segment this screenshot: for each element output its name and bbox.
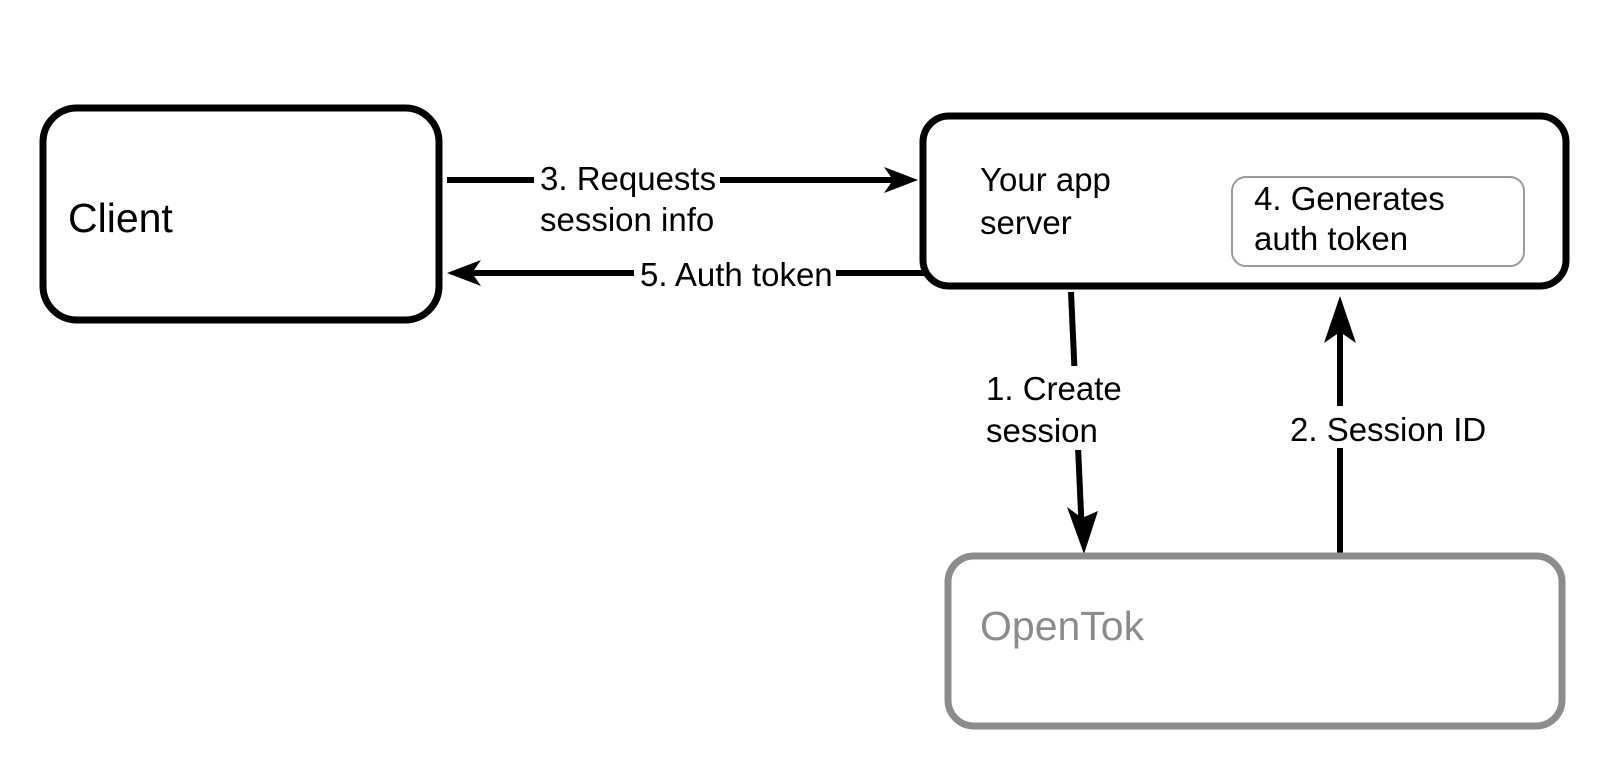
edge-label-5-line1: 5. Auth token <box>640 256 833 293</box>
edge-label-5-backdrop <box>634 251 836 293</box>
edge-label-requests-session-info: 3. Requests session info <box>534 156 720 238</box>
node-opentok-shape[interactable] <box>944 552 1566 730</box>
edge-label-session-id: 2. Session ID <box>1284 406 1512 448</box>
node-generates-auth-token-label-line2: auth token <box>1254 220 1408 257</box>
edge-label-1-line2: session <box>986 412 1098 449</box>
node-opentok[interactable] <box>944 552 1566 730</box>
edge-create-session-arrowhead <box>1067 507 1098 554</box>
node-app-server-label-line2: server <box>980 204 1072 241</box>
edge-auth-token-arrowhead <box>447 260 481 286</box>
node-client-shape[interactable] <box>39 104 443 324</box>
edge-label-auth-token: 5. Auth token <box>634 251 836 293</box>
edge-label-1-line1: 1. Create <box>986 370 1122 407</box>
node-client-label: Client <box>68 195 173 241</box>
edge-label-2-backdrop <box>1284 406 1512 448</box>
node-app-server-label-line1: Your app <box>980 161 1111 198</box>
edge-label-create-session: 1. Create session <box>980 366 1160 450</box>
edge-label-3-line1: 3. Requests <box>540 160 716 197</box>
edge-session-id-arrowhead <box>1324 296 1356 343</box>
edge-label-1-backdrop <box>980 366 1160 450</box>
edge-label-2-line1: 2. Session ID <box>1290 411 1486 448</box>
node-opentok-label: OpenTok <box>980 603 1145 649</box>
node-client[interactable] <box>39 104 443 324</box>
node-generates-auth-token-label-line1: 4. Generates <box>1254 180 1445 217</box>
edge-label-3-line2: session info <box>540 201 714 238</box>
edge-requests-session-info-arrowhead <box>884 167 918 193</box>
edge-label-3-backdrop <box>534 156 720 232</box>
node-generates-auth-token-shape[interactable] <box>1231 176 1525 267</box>
node-generates-auth-token[interactable] <box>1231 176 1525 267</box>
